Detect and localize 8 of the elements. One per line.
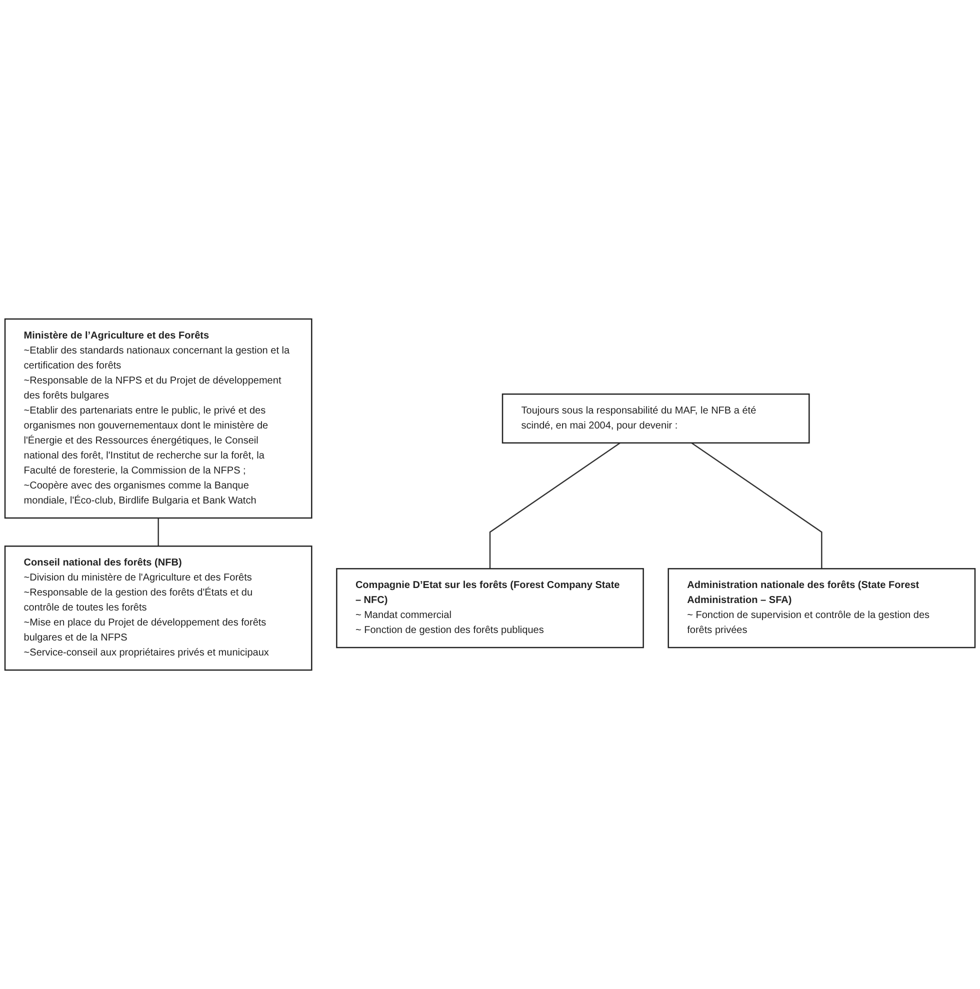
node-box: Ministère de l’Agriculture et des Forêts ~Etablir des standards nationaux concernant la gestion et la certification des forêts ~Responsable de la NFPS et du Projet de développement des forêts bulgares ~Etablir des partenariats entre le public, le privé et des organismes non gouvernementaux dont le ministère de l'Énergie et des Ressources énergétiques, le Conseil national des forêt, l'Institut de recherche sur la forêt, la Faculté de foresterie, la Commission de la NFPS ; ~Coopère avec des organismes comme la Banque mondiale, l'Éco-club, Birdlife Bulgaria et Bank Watch <box>4 318 312 519</box>
connector <box>158 518 159 546</box>
node-box: Administration nationale des forêts (State Forest Administration – SFA) ~ Fonction de supervision et contrôle de la gestion des forêts privées <box>668 568 976 648</box>
connector <box>691 442 822 569</box>
connector <box>489 442 621 569</box>
node-box: Compagnie D’Etat sur les forêts (Forest Company State – NFC) ~ Mandat commercial ~ Fonction de gestion des forêts publiques <box>336 568 644 648</box>
node-box: Conseil national des forêts (NFB) ~Division du ministère de l'Agriculture et des Forêts ~Responsable de la gestion des forêts d'États et du contrôle de toutes les forêts ~Mise en place du Projet de développement des forêts bulgares et de la NFPS ~Service-conseil aux propriétaires privés et municipaux <box>4 546 312 671</box>
node-box: Toujours sous la responsabilité du MAF, le NFB a été scindé, en mai 2004, pour devenir : <box>502 393 810 444</box>
